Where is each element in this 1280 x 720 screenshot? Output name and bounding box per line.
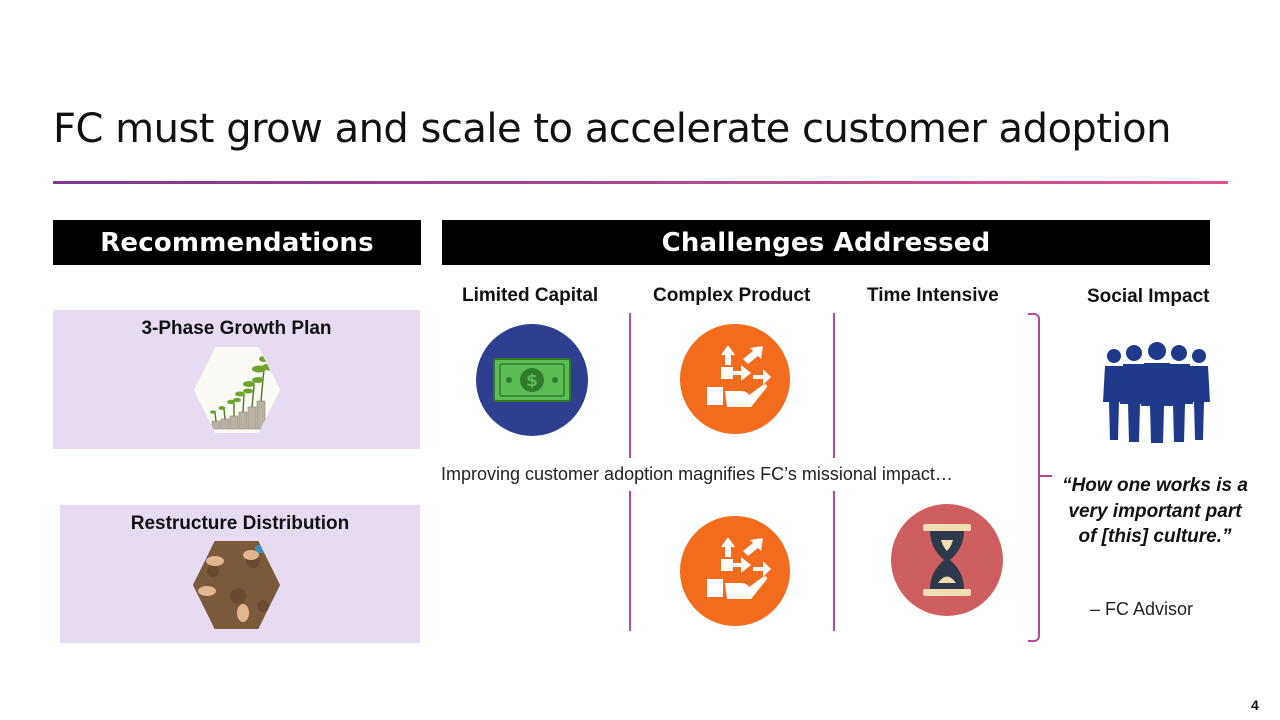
advisor-quote: “How one works is a very important part …: [1062, 475, 1248, 547]
process-hand-icon: [680, 516, 790, 626]
challenges-header: Challenges Addressed: [442, 220, 1210, 265]
coins-and-sprouts-image: [194, 347, 280, 433]
connector-text: Improving customer adoption magnifies FC…: [441, 464, 953, 484]
recommendation-label: 3-Phase Growth Plan: [141, 318, 332, 339]
slide-title: FC must grow and scale to accelerate cus…: [53, 106, 1171, 152]
page-number: 4: [1251, 697, 1259, 713]
impact-bracket-tip: [1038, 475, 1052, 477]
title-divider: [53, 181, 1228, 184]
process-hand-icon: [680, 324, 790, 434]
impact-bracket: [1028, 313, 1040, 642]
money-bill-icon: $: [476, 324, 588, 436]
people-group-icon: [1102, 342, 1212, 444]
recommendation-label: Restructure Distribution: [130, 513, 350, 534]
column-label-complex-product: Complex Product: [653, 285, 811, 306]
column-label-time-intensive: Time Intensive: [867, 285, 999, 306]
column-divider: [833, 313, 835, 458]
column-divider: [833, 491, 835, 631]
column-divider: [629, 313, 631, 458]
column-label-limited-capital: Limited Capital: [462, 285, 599, 306]
recommendations-header: Recommendations: [53, 220, 421, 265]
column-divider: [629, 491, 631, 631]
hourglass-icon: [891, 504, 1003, 616]
svg-text:$: $: [526, 371, 538, 391]
quote-attribution: – FC Advisor: [1090, 599, 1194, 619]
social-impact-label: Social Impact: [1087, 286, 1210, 307]
hands-in-soil-image: [193, 541, 280, 629]
